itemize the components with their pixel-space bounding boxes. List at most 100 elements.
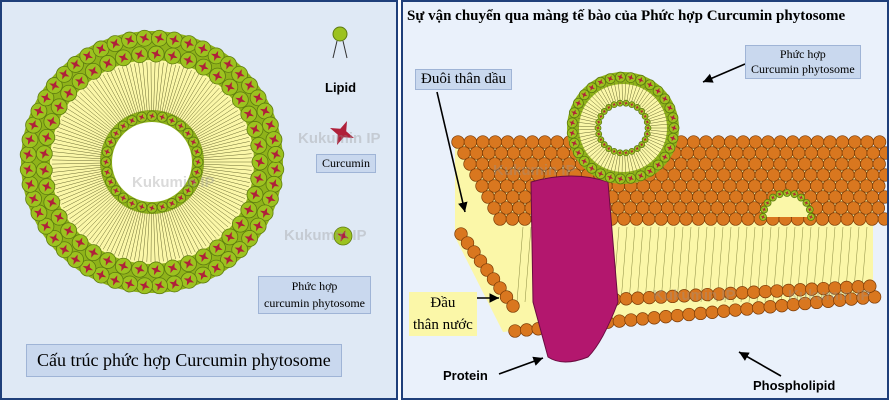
- legend-curcumin-star: [330, 121, 354, 145]
- ring-tail-128: [181, 80, 210, 121]
- top-head-r6-20: [735, 201, 749, 215]
- outer2-head-13-curcumin: [139, 280, 150, 291]
- top-head-r5-12: [630, 190, 644, 204]
- ring-outer-head-35-curcumin: [212, 70, 223, 82]
- ring-outer-head-2-curcumin: [249, 189, 261, 200]
- ring-tail-107: [126, 65, 140, 113]
- mphyto-inner-head-18-curcumin: [612, 102, 617, 107]
- ring-tail-113: [150, 62, 152, 112]
- phytosome-on-membrane: [566, 71, 680, 185]
- ring-tail-3: [202, 168, 252, 175]
- mphyto-inner-head-22-curcumin: [635, 105, 640, 110]
- ring-tail-16: [191, 193, 231, 224]
- mphyto-outer-head-16-curcumin: [569, 119, 576, 127]
- outer2-head-26-curcumin: [23, 149, 34, 160]
- membrane-edge-heads: [454, 227, 520, 313]
- ring-outer-head-19-curcumin: [41, 181, 52, 192]
- mphyto-tail-55: [617, 82, 621, 101]
- ring-tail-17: [190, 194, 229, 228]
- ring-tail-99: [95, 78, 124, 120]
- top-head-r6-18: [710, 201, 724, 215]
- ring-tail-137: [194, 106, 236, 135]
- ring-tail-87: [63, 115, 107, 139]
- ring-tail-97: [89, 83, 121, 123]
- mphyto-tail-10: [641, 148, 654, 163]
- ring-tail-91: [71, 101, 112, 132]
- mphyto-outer-head-6-curcumin: [637, 172, 644, 180]
- top-head-r1-3: [494, 146, 508, 160]
- ring-inner-head-27-curcumin: [193, 148, 201, 155]
- bottom-head-16: [693, 306, 708, 321]
- top-head-r5-16: [679, 190, 694, 204]
- mid-head-9: [700, 287, 715, 302]
- ring-tail-125: [175, 73, 200, 118]
- top-head-r2-30: [835, 157, 849, 171]
- ring-tail-130: [184, 85, 217, 124]
- ring-tail-127: [179, 77, 207, 120]
- top-head-r3-25: [779, 168, 793, 182]
- mphyto-tail-35: [577, 133, 596, 138]
- ring-outer-head-21-curcumin: [39, 148, 50, 159]
- top-head-r3-30: [841, 168, 855, 182]
- mphyto-tail-24: [603, 153, 612, 170]
- top-head-r5-31: [865, 190, 880, 204]
- top-head-r0-7: [538, 135, 552, 149]
- ring-tail-146: [201, 141, 250, 152]
- fusing-head-9-curcumin: [807, 207, 813, 212]
- mphyto-tail-62: [635, 87, 645, 104]
- ring-tail-85: [59, 123, 106, 143]
- ring-tail-73: [52, 167, 102, 173]
- ring-tail-49: [106, 207, 130, 252]
- top-head-r3-31: [853, 168, 868, 182]
- mphyto-tail-20: [617, 155, 621, 174]
- top-head-r3-17: [680, 168, 694, 182]
- top-head-r0-27: [786, 135, 800, 149]
- phytosome-lipids: [19, 29, 285, 295]
- mid-head-14: [758, 284, 773, 299]
- mphyto-outer-head-25-curcumin: [637, 76, 644, 84]
- ring-tail-55: [86, 200, 119, 238]
- mid-head-21: [839, 280, 854, 295]
- top-head-r1-34: [878, 146, 887, 160]
- outer2-head-8-curcumin: [211, 262, 222, 274]
- top-head-r7-31: [877, 212, 887, 226]
- ring-tail-25: [177, 205, 203, 249]
- mid-head-8: [689, 288, 703, 302]
- label-arrows: [436, 63, 782, 377]
- membrane-tail-13: [620, 226, 628, 303]
- ring-outer-head-6-curcumin: [212, 242, 223, 254]
- outer2-head-22-curcumin: [33, 207, 45, 219]
- mphyto-tail-6: [647, 141, 664, 151]
- ring-tail-106: [122, 66, 138, 114]
- top-head-r0-28: [798, 135, 812, 149]
- ring-tail-84: [58, 127, 105, 145]
- mphyto-tail-39: [577, 121, 596, 125]
- mphyto-tail-7: [646, 143, 662, 154]
- ring-outer-head-13-curcumin: [102, 255, 113, 266]
- top-head-r0-24: [748, 135, 763, 149]
- ring-tail-135: [191, 100, 231, 131]
- top-head-r7-19: [728, 212, 743, 226]
- mid-head-13: [747, 285, 761, 299]
- top-head-r1-1: [469, 146, 484, 160]
- top-head-r2-33: [872, 157, 886, 171]
- ring-tail-32: [163, 211, 176, 260]
- mid-head-2: [619, 292, 633, 306]
- mphyto-inner-head-21-curcumin: [629, 102, 634, 107]
- ring-tail-76: [52, 159, 102, 162]
- top-head-r0-30: [823, 135, 837, 149]
- mphyto-outer-head-26-curcumin: [646, 81, 654, 88]
- outer2-head-33-curcumin: [70, 59, 81, 70]
- complex-legend-line2: curcumin phytosome: [264, 296, 365, 310]
- mid-head-5: [654, 290, 668, 304]
- mphyto-tail-30: [585, 144, 601, 156]
- top-head-r3-24: [766, 168, 781, 182]
- ring-inner-head-5-curcumin: [168, 200, 176, 207]
- ring-tail-78: [52, 151, 102, 157]
- tail-arrow: [436, 91, 468, 213]
- ring-outer-head-29-curcumin: [118, 52, 129, 63]
- mphyto-tail-70: [648, 109, 666, 117]
- top-head-r7-1: [505, 212, 520, 226]
- mphyto-tail-2: [650, 132, 669, 136]
- top-head-r3-32: [866, 168, 880, 182]
